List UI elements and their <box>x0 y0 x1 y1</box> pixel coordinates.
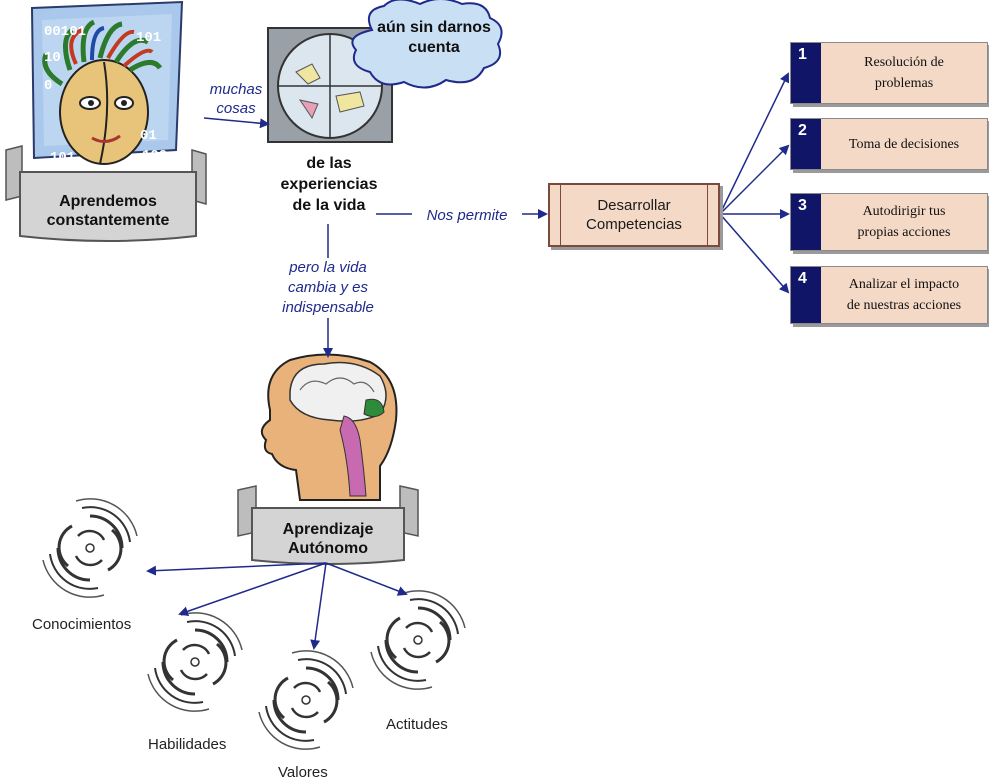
edge-label-line1: pero la vida <box>289 259 367 276</box>
competencias-box: Desarrollar Competencias <box>548 183 720 247</box>
item-text: Autodirigir tus propias acciones <box>821 194 987 250</box>
item-line2: problemas <box>874 76 934 91</box>
item-text: Toma de decisiones <box>821 119 987 169</box>
cloud-label-line2: cuenta <box>408 39 460 56</box>
binary-bit: 01 <box>140 128 157 144</box>
banner-aprendizaje-line1: Aprendizaje <box>282 521 374 538</box>
edge-label-nos-permite: Nos permite <box>412 206 522 225</box>
item-text: Resolución de problemas <box>821 43 987 103</box>
cloud-label-line1: aún sin darnos <box>377 19 491 36</box>
center-line2: experiencias <box>280 176 378 193</box>
item-line1: Resolución de <box>864 55 944 70</box>
category-conocimientos: Conocimientos <box>32 616 132 633</box>
edge-label-muchas-cosas: muchas cosas <box>208 80 264 118</box>
arrow-to-conocimientos <box>146 562 327 576</box>
banner-aprendemos-line1: Aprendemos <box>59 193 157 210</box>
banner-bottom-shape <box>237 485 419 565</box>
item-line1: Toma de decisiones <box>848 136 960 152</box>
competencias-line1: Desarrollar <box>597 197 671 214</box>
binary-bit: 101 <box>50 150 76 166</box>
banner-aprendemos: Aprendemos constantemente <box>22 192 194 230</box>
banner-top-shape <box>5 145 207 242</box>
item-2-box: 2 Toma de decisiones <box>790 118 988 170</box>
category-actitudes: Actitudes <box>386 716 448 733</box>
item-line2: propias acciones <box>857 225 951 240</box>
swirl-actitudes-icon <box>369 589 467 691</box>
arrow-to-item-2 <box>719 144 790 215</box>
binary-bit: 0 <box>44 78 53 94</box>
banner-aprendizaje: Aprendizaje Autónomo <box>254 520 402 558</box>
binary-bit: 00101 <box>44 24 87 40</box>
item-line2: de nuestras acciones <box>846 298 962 313</box>
edge-label-pero-la-vida: pero la vida cambia y es indispensable <box>262 258 394 318</box>
arrow-to-item-1 <box>719 72 790 215</box>
head-brain-illustration <box>260 353 398 501</box>
banner-aprendizaje-line2: Autónomo <box>288 540 368 557</box>
binary-bit: 100 <box>142 148 168 164</box>
edge-label-cosas: cosas <box>216 100 256 117</box>
edge-label-line3: indispensable <box>282 299 374 316</box>
center-experiencias: de las experiencias de la vida <box>256 153 402 216</box>
competencias-label: Desarrollar Competencias <box>560 185 708 245</box>
edge-label-line2: cambia y es <box>287 279 369 296</box>
item-4-box: 4 Analizar el impacto de nuestras accion… <box>790 266 988 324</box>
binary-bit: 10 <box>44 50 61 66</box>
binary-bit: 101 <box>136 30 162 46</box>
item-1-box: 1 Resolución de problemas <box>790 42 988 104</box>
item-number: 2 <box>791 119 821 169</box>
thought-cloud-shape <box>351 0 503 89</box>
item-number: 4 <box>791 267 821 323</box>
item-line1: Analizar el impacto <box>848 277 960 292</box>
swirl-habilidades-icon <box>146 611 244 713</box>
swirl-valores-icon <box>257 649 355 751</box>
item-number: 3 <box>791 194 821 250</box>
item-text: Analizar el impacto de nuestras acciones <box>821 267 987 323</box>
arrow-to-valores <box>310 562 327 650</box>
arrow-to-habilidades <box>178 562 327 617</box>
competencias-line2: Competencias <box>586 216 682 233</box>
category-habilidades: Habilidades <box>148 736 227 753</box>
center-line1: de las <box>306 155 352 172</box>
category-valores: Valores <box>278 764 328 781</box>
center-line3: de la vida <box>292 197 366 214</box>
item-3-box: 3 Autodirigir tus propias acciones <box>790 193 988 251</box>
edge-label-muchas: muchas <box>209 81 263 98</box>
arrow-muchas-cosas <box>203 117 270 129</box>
banner-aprendemos-line2: constantemente <box>46 212 170 229</box>
face-illustration <box>42 19 163 165</box>
binary-digits: 00101 101 10 0 101 100 01 <box>44 24 172 166</box>
arrow-to-item-4 <box>719 213 790 294</box>
item-number: 1 <box>791 43 821 103</box>
arrow-to-actitudes <box>325 562 408 596</box>
item-line1: Autodirigir tus <box>862 204 946 219</box>
cloud-label: aún sin darnos cuenta <box>368 18 500 58</box>
swirl-conocimientos-icon <box>41 497 139 599</box>
